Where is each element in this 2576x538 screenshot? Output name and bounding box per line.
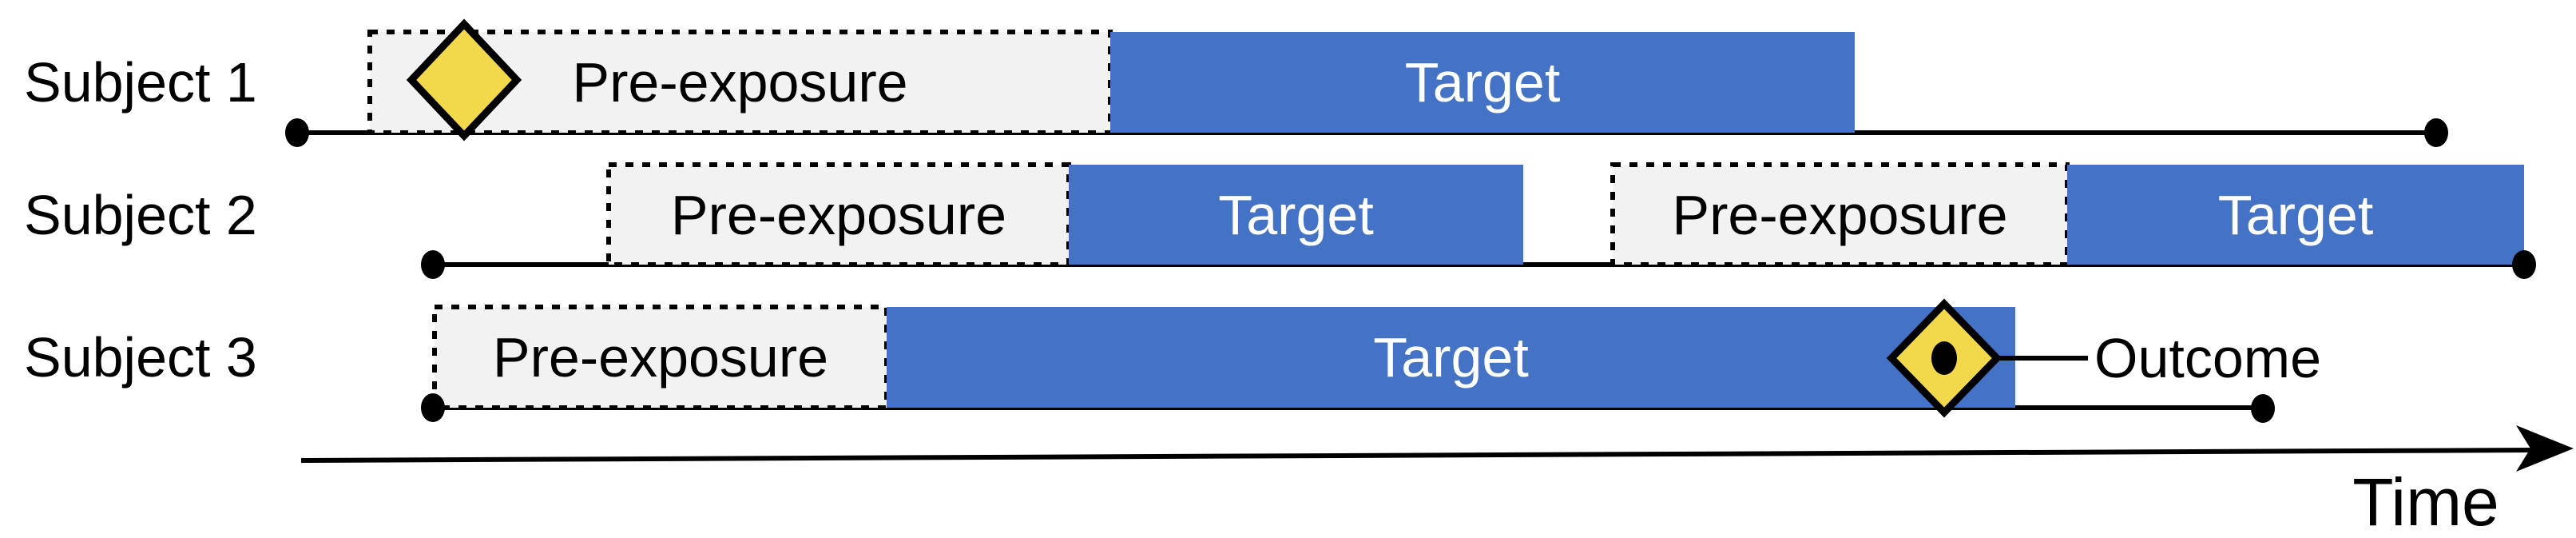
outcome-label: Outcome <box>2094 327 2321 389</box>
time-axis-line <box>300 448 2534 463</box>
time-axis-arrowhead-icon <box>2516 425 2574 472</box>
subject2-start-dot <box>421 250 445 279</box>
outcome-diamond-center-dot <box>1931 341 1957 375</box>
subject2-preexposure-label-2: Pre-exposure <box>1672 183 2008 246</box>
subject1-preexposure-label: Pre-exposure <box>572 51 908 114</box>
subject3-target-box <box>887 307 2015 408</box>
subject1-target-label: Target <box>1404 51 1561 114</box>
subject3-preexposure-box <box>432 305 889 410</box>
subject2-target-label-2: Target <box>2217 183 2374 246</box>
subject3-end-dot <box>2251 394 2275 423</box>
subject2-target-box-1 <box>1069 165 1523 265</box>
subject3-target-label: Target <box>1373 326 1529 389</box>
subject2-preexposure-label-1: Pre-exposure <box>670 183 1007 246</box>
subject3-label: Subject 3 <box>24 326 257 389</box>
subject2-end-dot <box>2512 250 2536 279</box>
subject1-target-box <box>1110 32 1855 133</box>
subject2-preexposure-box-1 <box>606 162 1071 267</box>
exposure-diamond-icon <box>406 18 522 141</box>
subject2-label: Subject 2 <box>24 183 257 246</box>
subject3-start-dot <box>421 393 445 422</box>
subject1-start-dot <box>285 118 309 147</box>
subject1-label: Subject 1 <box>24 51 257 114</box>
subject1-end-dot <box>2424 118 2448 147</box>
subject2-target-label-1: Target <box>1218 183 1374 246</box>
subject3-preexposure-label: Pre-exposure <box>492 326 829 389</box>
subject2-target-box-2 <box>2067 165 2524 265</box>
time-axis-label: Time <box>2352 464 2499 538</box>
